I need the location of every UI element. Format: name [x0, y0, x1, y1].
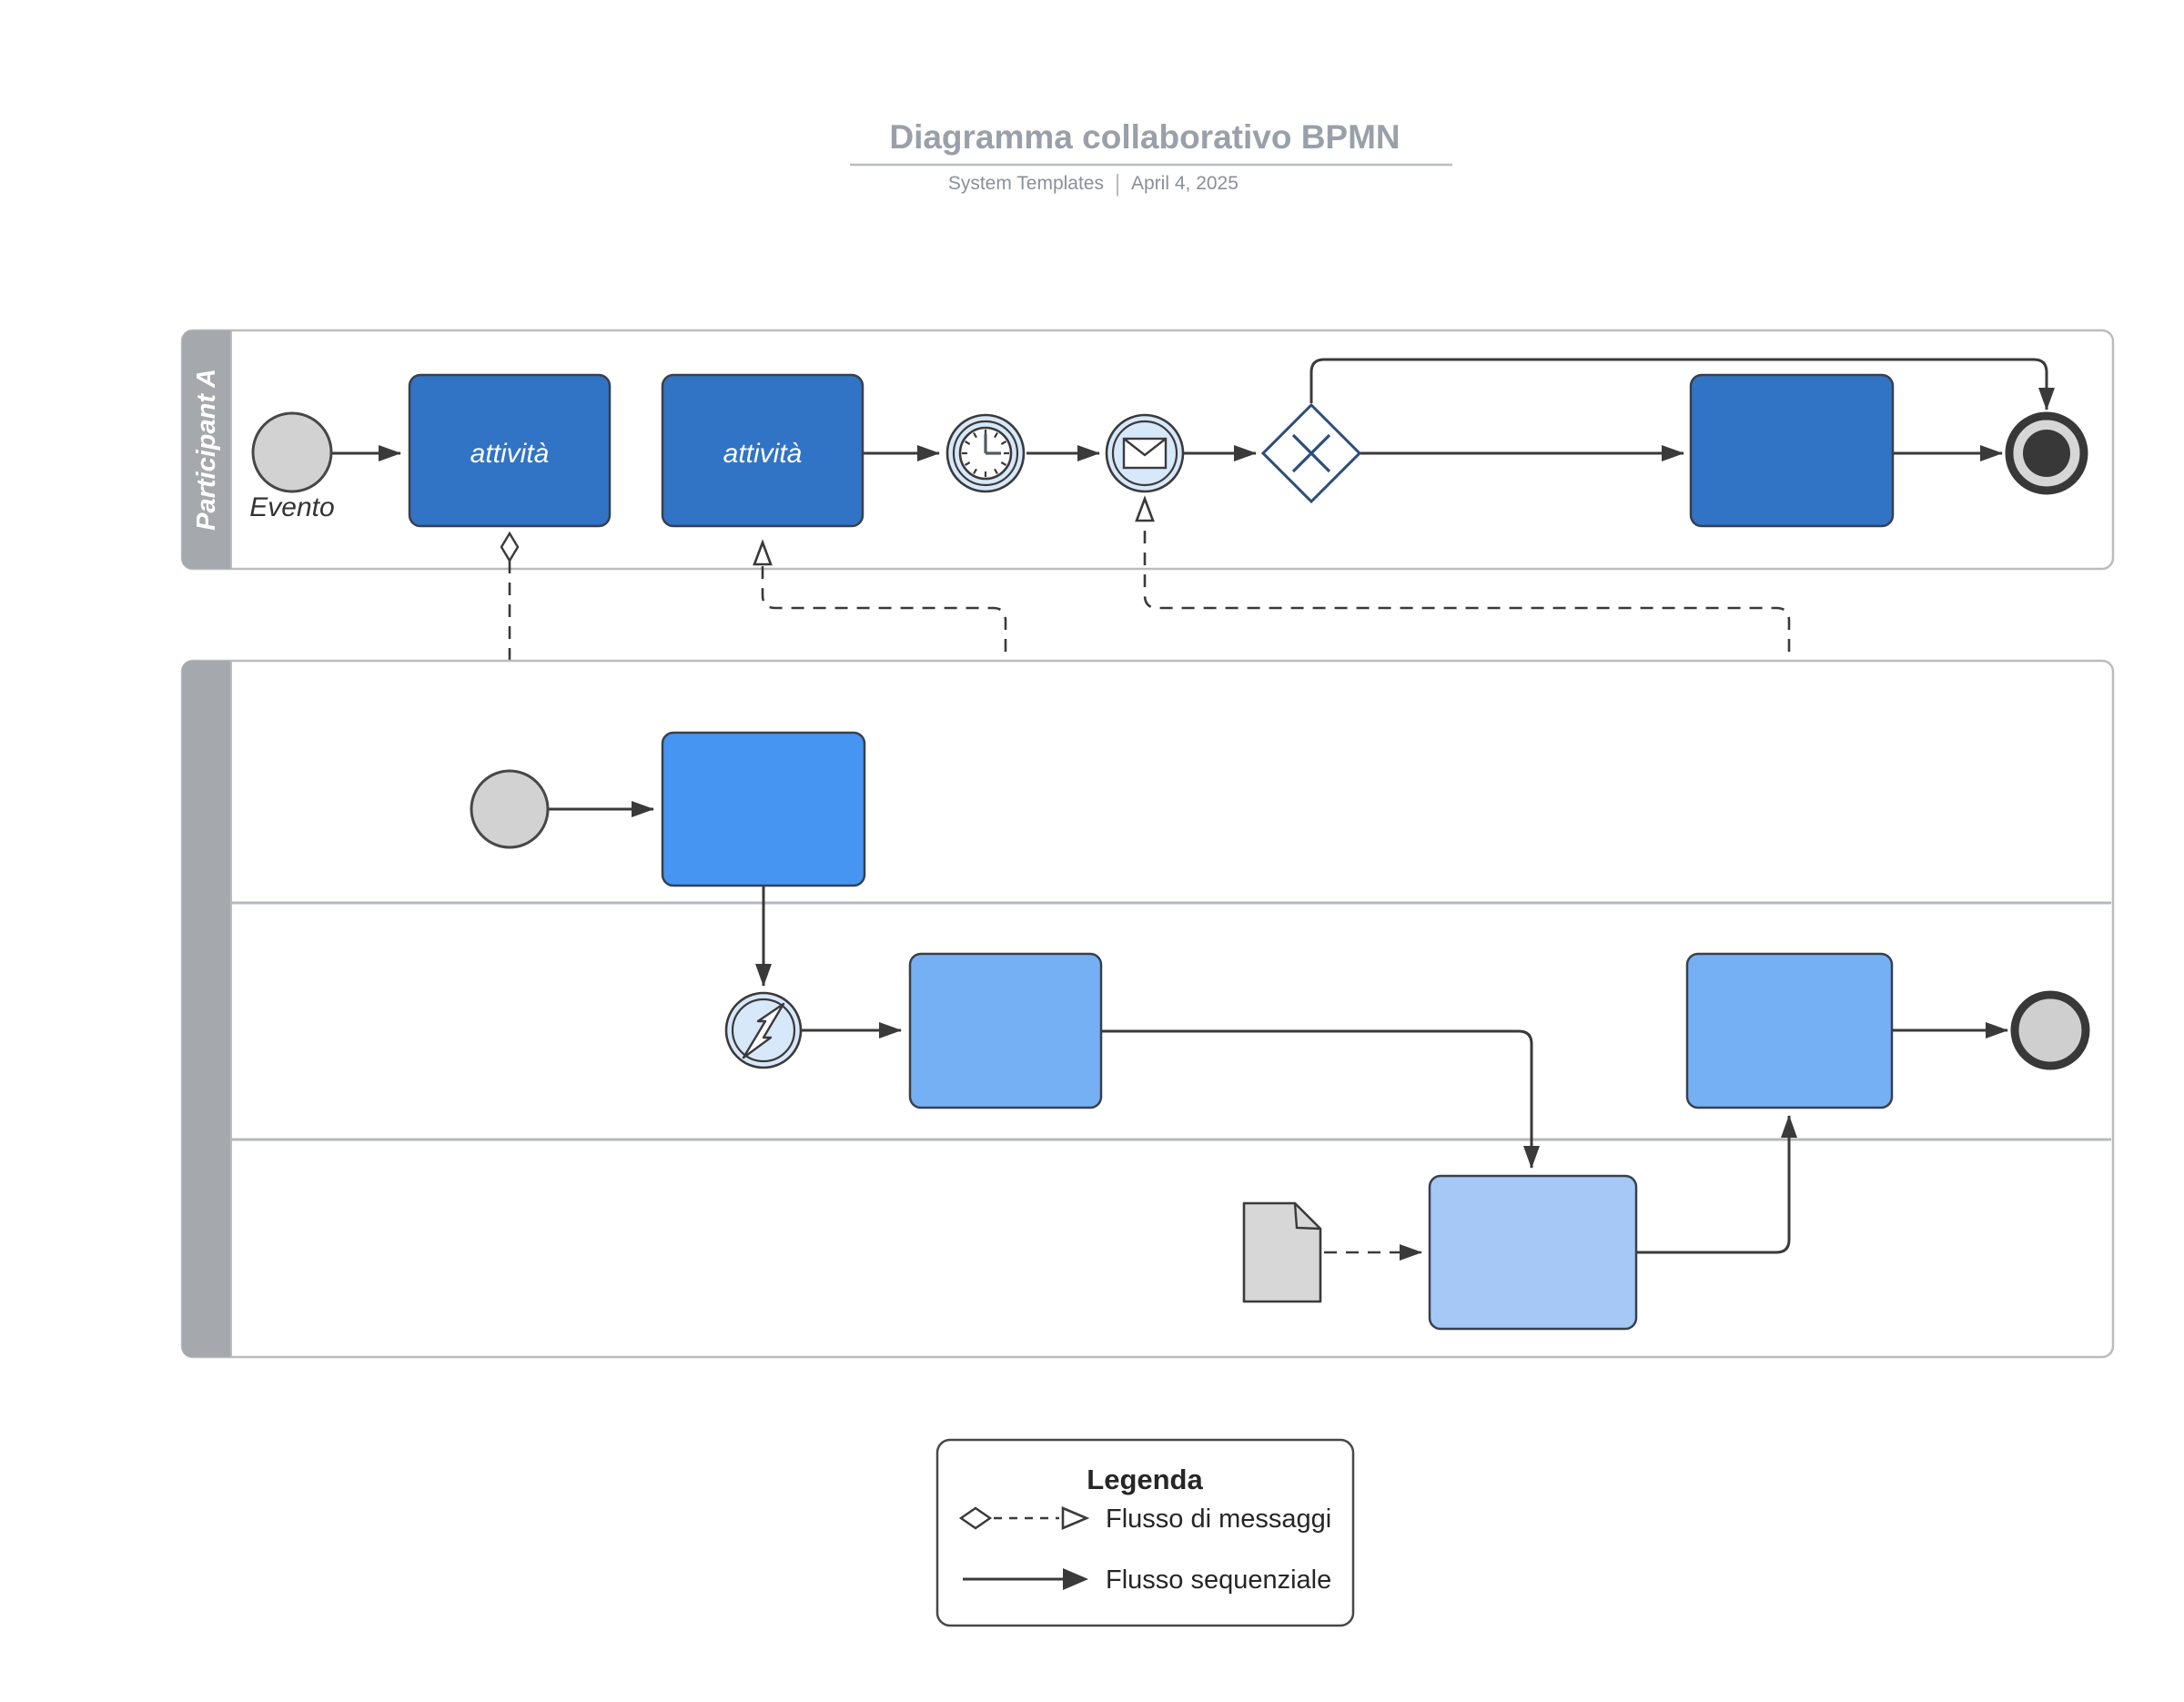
legend-message-diamond — [958, 1506, 993, 1530]
header-separator: | — [1115, 169, 1121, 197]
pool-a-label: Participant A — [192, 369, 221, 531]
start-event-a-circle — [251, 411, 333, 493]
task-a3[interactable] — [1689, 373, 1895, 528]
flow-gateway-to-end-event[interactable] — [1309, 358, 2055, 410]
start-event-a[interactable]: Evento — [249, 411, 335, 522]
timer-event[interactable] — [945, 413, 1026, 493]
task-b1-shape — [661, 731, 866, 887]
task-b3-shape — [1428, 1174, 1638, 1331]
task-b3[interactable] — [1428, 1174, 1638, 1331]
task-b1[interactable] — [661, 731, 866, 887]
pool-a-band — [182, 330, 231, 569]
end-event-a[interactable] — [2005, 411, 2088, 495]
task-a1-shape — [408, 373, 612, 528]
clock-hands — [984, 434, 1001, 455]
signal-inner-ring — [731, 998, 796, 1063]
message-inner-ring — [1111, 420, 1178, 487]
task-b2-shape — [908, 952, 1103, 1109]
message-flow-taskB4-to-message-event[interactable] — [1145, 499, 1789, 936]
task-a2-shape — [661, 373, 864, 528]
legend: Legenda Flusso di messaggi Flusso sequen… — [935, 1438, 1355, 1627]
message-event[interactable] — [1105, 413, 1185, 493]
envelope-flap — [1123, 438, 1167, 457]
start-event-b-circle — [470, 769, 550, 849]
start-event-b[interactable] — [470, 769, 550, 849]
task-a1-label: attività — [470, 439, 550, 469]
flow-taskB3-to-taskB4[interactable] — [1636, 1115, 1797, 1254]
legend-title: Legenda — [1087, 1464, 1203, 1495]
flow-taskB2-to-taskB3[interactable] — [1101, 1029, 1540, 1169]
message-flow-taskB2-to-task2[interactable] — [763, 542, 1006, 936]
lightning-bolt-icon — [742, 1002, 785, 1059]
task-b2[interactable] — [908, 952, 1103, 1109]
x-gateway-icon — [1291, 433, 1331, 473]
timer-inner-ring — [952, 420, 1019, 487]
legend-message-open-arrow — [1061, 1506, 1090, 1530]
end-event-a-core — [2023, 430, 2070, 477]
task-a2-label: attività — [723, 439, 803, 469]
end-event-b[interactable] — [2010, 990, 2090, 1070]
legend-message-label: Flusso di messaggi — [1106, 1504, 1331, 1534]
task-a3-shape — [1689, 373, 1895, 528]
exclusive-gateway[interactable] — [1260, 402, 1362, 504]
task-a1[interactable]: attività — [408, 373, 612, 528]
pool-b-band — [182, 661, 231, 1357]
clock-ticks — [962, 430, 1009, 477]
signal-event[interactable] — [724, 991, 803, 1069]
header-date: April 4, 2025 — [1131, 173, 1239, 194]
document-fold — [1293, 1202, 1321, 1231]
document-artifact[interactable] — [1242, 1201, 1322, 1303]
task-a2[interactable]: attività — [661, 373, 864, 528]
header: Diagramma collaborativo BPMN System Temp… — [850, 118, 1452, 197]
header-author: System Templates — [948, 173, 1104, 194]
legend-sequence-arrow — [1063, 1568, 1088, 1590]
document-icon — [1242, 1201, 1322, 1303]
start-event-a-label: Evento — [249, 492, 334, 522]
end-event-b-circle — [2010, 990, 2090, 1070]
task-b4[interactable] — [1685, 952, 1894, 1109]
legend-sequence-label: Flusso sequenziale — [1106, 1565, 1331, 1595]
page-title: Diagramma collaborativo BPMN — [889, 118, 1400, 156]
task-b4-shape — [1685, 952, 1894, 1109]
